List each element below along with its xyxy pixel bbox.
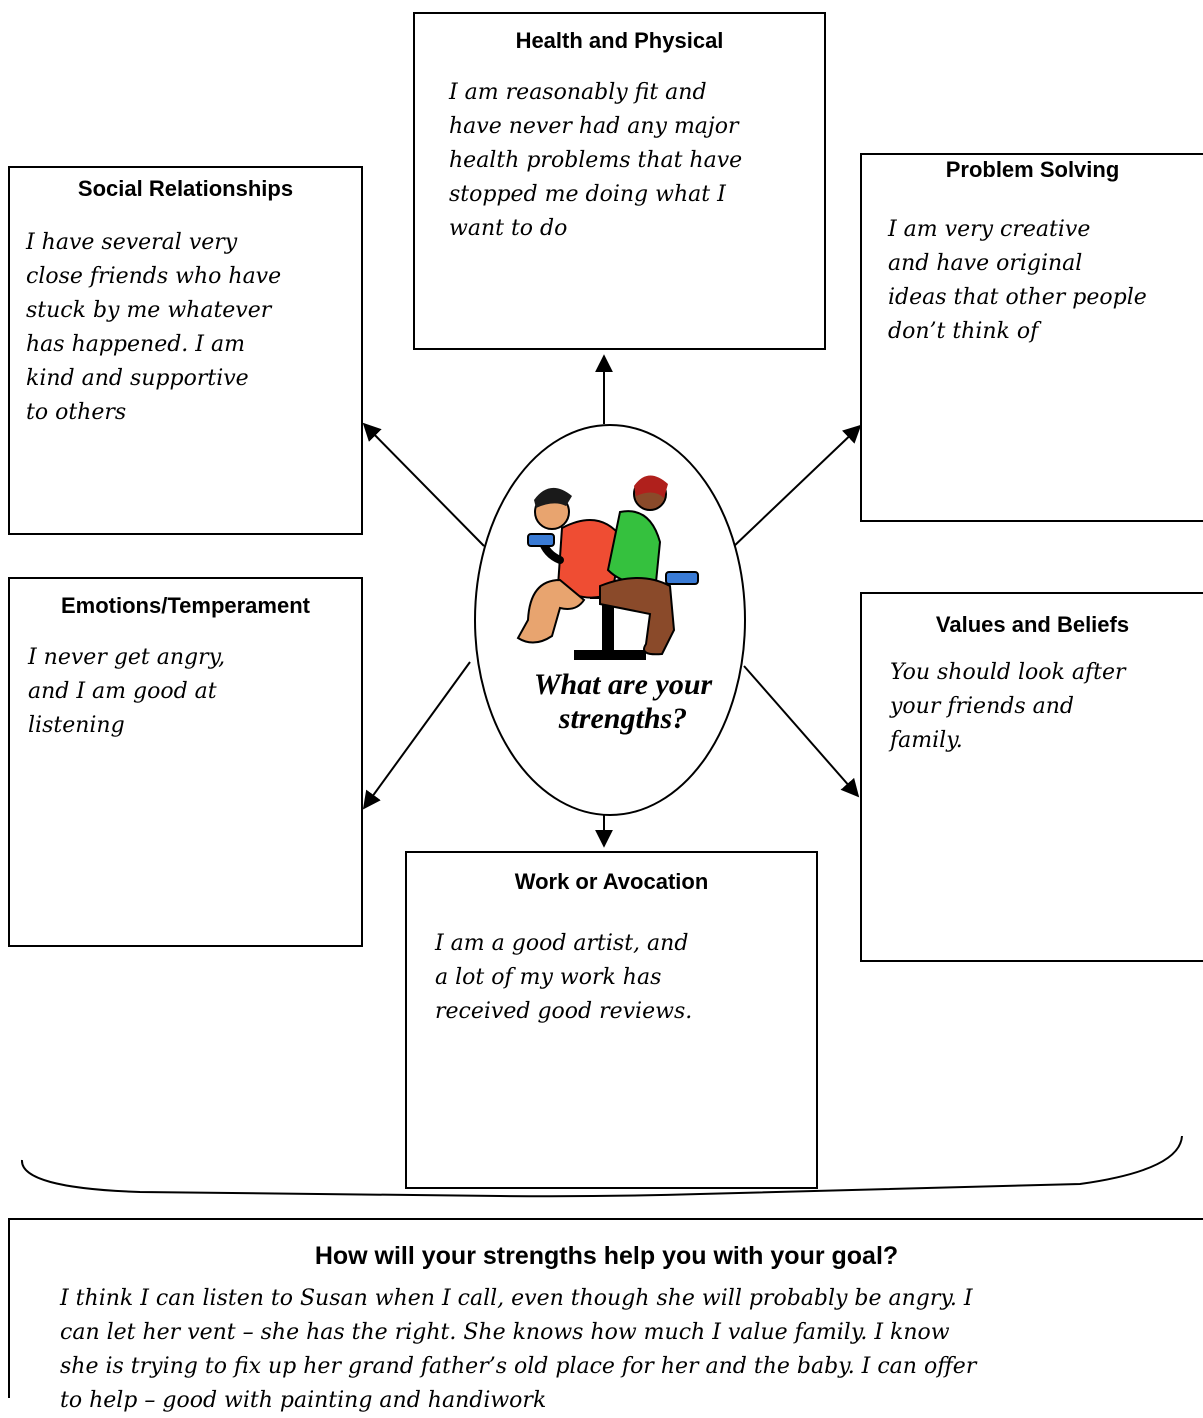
box-text: You should look after your friends and f… — [890, 660, 1126, 753]
box-social-relationships: Social Relationships I have several very… — [8, 166, 363, 535]
arrow-to-emotions — [362, 661, 471, 810]
box-title: Health and Physical — [515, 28, 724, 53]
box-title: Work or Avocation — [514, 869, 709, 894]
box-text: I am a good artist, and a lot of my work… — [435, 931, 693, 1024]
box-title: Problem Solving — [945, 157, 1120, 182]
bracket-curve — [20, 1135, 1183, 1198]
box-goal-summary: How will your strengths help you with yo… — [8, 1218, 1203, 1413]
goal-answer-text: I think I can listen to Susan when I cal… — [60, 1286, 977, 1413]
box-problem-solving: Problem Solving I am very creative and h… — [860, 153, 1203, 522]
box-text: I never get angry, and I am good at list… — [28, 645, 226, 738]
box-health-physical: Health and Physical I am reasonably fit … — [413, 12, 826, 350]
arrow-to-problem — [731, 424, 862, 549]
arrow-to-values — [743, 665, 860, 798]
people-exercising-icon — [516, 475, 699, 660]
goal-question-title: How will your strengths help you with yo… — [314, 1242, 899, 1270]
box-values-beliefs: Values and Beliefs You should look after… — [860, 592, 1203, 962]
center-question: What are your strengths? — [533, 668, 713, 735]
box-title: Emotions/Temperament — [61, 593, 310, 618]
box-emotions-temperament: Emotions/Temperament I never get angry, … — [8, 577, 363, 947]
box-title: Social Relationships — [77, 176, 294, 201]
box-text: I have several very close friends who ha… — [26, 230, 282, 425]
arrow-to-social — [362, 422, 485, 547]
box-text: I am very creative and have original ide… — [888, 217, 1147, 344]
box-text: I am reasonably fit and have never had a… — [449, 80, 743, 241]
box-work-avocation: Work or Avocation I am a good artist, an… — [405, 851, 818, 1189]
box-title: Values and Beliefs — [935, 612, 1130, 637]
